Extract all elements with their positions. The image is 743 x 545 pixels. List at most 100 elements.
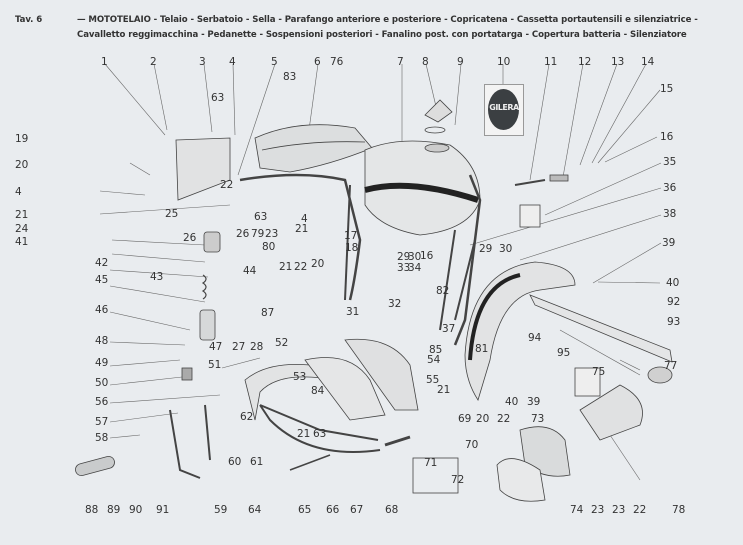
title-line-2: Cavalletto reggimacchina - Pedanette - S… xyxy=(77,30,687,40)
part-label: 21 xyxy=(15,209,29,221)
part-label: 60 xyxy=(228,456,242,468)
part-label: 53 xyxy=(293,371,307,383)
badge-text: GILERA xyxy=(489,103,519,112)
part-label: 15 xyxy=(660,83,674,95)
part-label: 17 xyxy=(344,230,358,242)
part-label: 21 xyxy=(437,384,451,396)
part-label: 30 xyxy=(499,243,513,255)
part-label: 51 xyxy=(208,359,222,371)
part-label: 68 xyxy=(385,504,399,516)
chain-guard xyxy=(529,294,673,363)
part-label: 54 xyxy=(427,354,441,366)
part-label: 62 xyxy=(240,411,254,423)
part-label: 3 xyxy=(199,56,206,68)
part-label: 39 xyxy=(662,237,676,249)
part-label: 29 xyxy=(397,251,411,263)
table-number: Tav. 6 xyxy=(15,15,43,25)
center-stand xyxy=(259,404,381,453)
part-label: 84 xyxy=(311,385,325,397)
part-label: 94 xyxy=(528,332,542,344)
part-label: 76 xyxy=(330,56,344,68)
part-label: 78 xyxy=(672,504,686,516)
part-label: 69 xyxy=(458,413,472,425)
part-label: 10 xyxy=(497,56,511,68)
part-label: 79 xyxy=(251,228,265,240)
part-label: 32 xyxy=(388,298,402,310)
part-label: 9 xyxy=(457,56,464,68)
part-label: 92 xyxy=(667,296,681,308)
title-line-1: — MOTOTELAIO - Telaio - Serbatoio - Sell… xyxy=(77,15,698,25)
part-label: 48 xyxy=(95,335,109,347)
part-label: 22 xyxy=(497,413,511,425)
part-label: 24 xyxy=(15,223,29,235)
part-label: 80 xyxy=(262,241,276,253)
part-label: 7 xyxy=(397,56,404,68)
part-label: 43 xyxy=(150,271,164,283)
part-label: 33 xyxy=(397,262,411,274)
part-label: 83 xyxy=(283,71,297,83)
part-label: 71 xyxy=(424,457,438,469)
part-label: 39 xyxy=(527,396,541,408)
part-label: 13 xyxy=(611,56,625,68)
part-label: 93 xyxy=(667,316,681,328)
part-label: 35 xyxy=(663,156,677,168)
part-label: 18 xyxy=(345,242,359,254)
part-label: 87 xyxy=(261,307,275,319)
part-label: 38 xyxy=(663,208,677,220)
part-label: 74 xyxy=(570,504,584,516)
part-label: 16 xyxy=(420,250,434,262)
part-label: 31 xyxy=(346,306,360,318)
badge-oval xyxy=(488,89,519,130)
part-label: 89 xyxy=(107,504,121,516)
part-label: 59 xyxy=(214,504,228,516)
part-label: 4 xyxy=(229,56,236,68)
part-label: 56 xyxy=(95,396,109,408)
part-label: 11 xyxy=(544,56,558,68)
part-label: 81 xyxy=(475,343,489,355)
part-label: 50 xyxy=(95,377,109,389)
rear-fender xyxy=(464,261,576,401)
part-label: 63 xyxy=(313,428,327,440)
part-label: 12 xyxy=(578,56,592,68)
part-label: 23 xyxy=(265,228,279,240)
part-label: 22 xyxy=(294,261,308,273)
part-label: 36 xyxy=(663,182,677,194)
part-label: 70 xyxy=(465,439,479,451)
part-label: 49 xyxy=(95,357,109,369)
part-label: 77 xyxy=(664,360,678,372)
part-label: 20 xyxy=(15,159,29,171)
part-label: 2 xyxy=(150,56,157,68)
part-label: 40 xyxy=(666,277,680,289)
part-label: 40 xyxy=(505,396,519,408)
part-label: 26 xyxy=(183,232,197,244)
part-label: 72 xyxy=(451,474,465,486)
gilera-badge: GILERA xyxy=(484,84,524,136)
part-label: 16 xyxy=(660,131,674,143)
silencer xyxy=(579,384,643,441)
part-label: 37 xyxy=(442,323,456,335)
part-label: 91 xyxy=(156,504,170,516)
part-label: 20 xyxy=(311,258,325,270)
part-label: 57 xyxy=(95,416,109,428)
part-label: 21 xyxy=(297,428,311,440)
part-label: 30 xyxy=(408,251,422,263)
leader-lines xyxy=(99,63,662,481)
part-label: 55 xyxy=(426,374,440,386)
part-label: 21 xyxy=(279,261,293,273)
part-label: 82 xyxy=(436,285,450,297)
part-label: 22 xyxy=(220,179,234,191)
part-label: 63 xyxy=(211,92,225,104)
part-label: 26 xyxy=(236,228,250,240)
part-label: 88 xyxy=(85,504,99,516)
part-label: 67 xyxy=(350,504,364,516)
part-label: 95 xyxy=(557,347,571,359)
part-label: 42 xyxy=(95,257,109,269)
part-label: 23 xyxy=(591,504,605,516)
part-label: 14 xyxy=(641,56,655,68)
part-label: 27 xyxy=(232,341,246,353)
part-label: 4 xyxy=(15,186,22,198)
part-label: 64 xyxy=(248,504,262,516)
part-label: 6 xyxy=(314,56,321,68)
part-label: 85 xyxy=(429,344,443,356)
